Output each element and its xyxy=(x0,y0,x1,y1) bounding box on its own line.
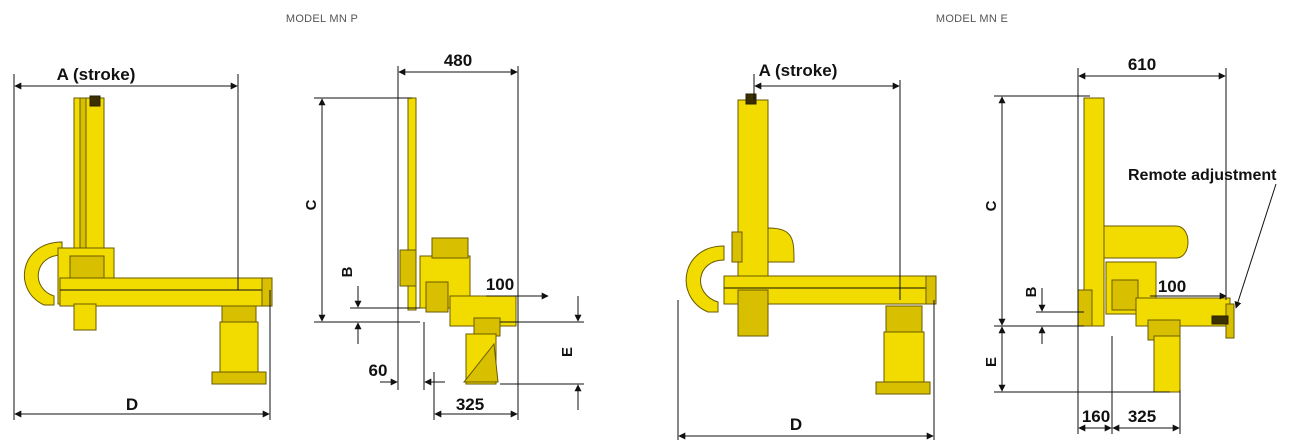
e-left-value: 160 xyxy=(1082,407,1110,426)
model-p-side-dims: 480 C B 100 60 325 E xyxy=(303,51,584,420)
base-pillar xyxy=(219,321,259,375)
column-rail xyxy=(79,97,87,265)
e-remote-handle xyxy=(1211,315,1229,325)
side-arm-joint xyxy=(473,317,501,337)
model-e-side-dims: 610 C B 100 E 160 325 Remote adjustment xyxy=(983,55,1277,434)
model-p-title: MODEL MN P xyxy=(286,13,358,25)
horizontal-beam xyxy=(59,277,269,307)
e-b-label: B xyxy=(1023,286,1040,297)
base-value: 325 xyxy=(456,395,484,414)
e-side-column xyxy=(1083,97,1105,327)
e-beam-end-cap xyxy=(925,275,937,305)
offset-value: 100 xyxy=(486,275,514,294)
model-mn-p: MODEL MN P xyxy=(13,13,584,420)
width-value: 480 xyxy=(444,51,472,70)
b-label: B xyxy=(339,266,356,277)
e-base-foot xyxy=(875,381,931,395)
remote-adjustment-callout: Remote adjustment xyxy=(1128,167,1277,184)
stroke-label: A (stroke) xyxy=(57,65,136,84)
model-p-front-view-robot xyxy=(23,95,273,385)
lower-arm xyxy=(73,303,97,331)
e-column-left-guard xyxy=(731,231,743,263)
beam-end-cap xyxy=(261,277,273,307)
side-gearbox xyxy=(425,281,449,313)
cable-chain xyxy=(23,241,63,306)
base-foot xyxy=(211,371,267,385)
model-e-side-view-robot xyxy=(1077,97,1235,393)
e-base-neck xyxy=(885,305,923,335)
e-width-value: 610 xyxy=(1128,55,1156,74)
column-cap xyxy=(89,95,101,107)
d-label: D xyxy=(126,395,138,414)
e-side-base xyxy=(1153,335,1181,393)
side-column-clamp xyxy=(399,249,417,287)
left-value: 60 xyxy=(369,361,388,380)
e-stroke-label: A (stroke) xyxy=(759,61,838,80)
e-side-gearbox xyxy=(1111,279,1139,311)
model-p-front-dims: A (stroke) D xyxy=(13,65,271,420)
e-cable-chain xyxy=(685,245,725,313)
e-c-label: C xyxy=(983,200,1000,211)
model-e-front-dims: A (stroke) D xyxy=(677,61,935,440)
side-motor xyxy=(431,237,469,259)
c-label: C xyxy=(303,199,320,210)
e-base-value: 325 xyxy=(1128,407,1156,426)
e-d-label: D xyxy=(790,415,802,434)
model-e-title: MODEL MN E xyxy=(936,13,1008,25)
model-p-side-view-robot xyxy=(399,97,517,385)
side-base-taper xyxy=(462,342,499,383)
e-side-cover xyxy=(1103,225,1189,259)
e-base-pillar xyxy=(883,331,925,385)
remote-callout-leader xyxy=(1234,183,1277,309)
e-e-label: E xyxy=(983,357,1000,367)
model-mn-e: MODEL MN E A (stroke) D xyxy=(677,13,1277,440)
e-label: E xyxy=(559,347,576,357)
model-e-front-view-robot xyxy=(685,93,937,395)
base-neck xyxy=(221,305,257,325)
e-offset-value: 100 xyxy=(1158,277,1186,296)
e-column-cap xyxy=(745,93,757,105)
e-column-right-guard xyxy=(767,227,795,263)
vertical-column xyxy=(73,97,105,265)
e-lower-arm xyxy=(737,289,769,337)
e-side-clamp xyxy=(1077,289,1093,327)
